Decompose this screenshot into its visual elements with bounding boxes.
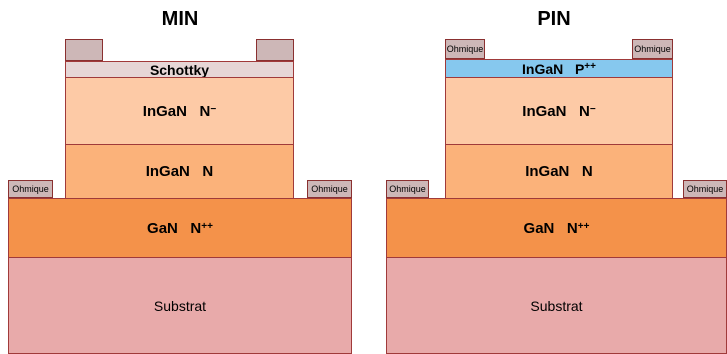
min-gan-layer: GaN N++ xyxy=(8,198,352,258)
pin-ingan-mid-type: N xyxy=(581,163,593,180)
min-ingan-mid-type: N xyxy=(202,163,214,180)
min-title: MIN xyxy=(161,8,199,30)
pin-ingan-n-minus-layer: InGaN N− xyxy=(445,77,673,145)
min-ingan-mid-material: InGaN xyxy=(145,163,190,180)
pin-gan-material: GaN xyxy=(523,219,555,237)
pin-ingan-top-type: N xyxy=(579,102,590,120)
pin-substrate-layer: Substrat xyxy=(386,257,727,354)
pin-ingan-n-layer: InGaN N xyxy=(445,144,673,199)
min-gate-contact-left xyxy=(65,39,103,61)
min-ingan-top-sup: − xyxy=(210,103,217,115)
min-ingan-n-minus-layer: InGaN N− xyxy=(65,77,294,145)
pin-ingan-top-sup: − xyxy=(589,103,596,115)
pin-ohmic-contact-right: Ohmique xyxy=(683,180,727,198)
pin-device: PIN Ohmique Ohmique InGaN P++ InGaN N− I… xyxy=(365,0,727,354)
pin-title: PIN xyxy=(537,8,571,30)
pin-gan-sup: ++ xyxy=(577,220,590,232)
pin-ingan-p-plus-layer: InGaN P++ xyxy=(445,59,673,78)
min-ingan-top-type: N xyxy=(199,102,211,120)
min-ingan-n-layer: InGaN N xyxy=(65,144,294,199)
min-substrate-layer: Substrat xyxy=(8,257,352,354)
pin-ingan-p-material: InGaN xyxy=(522,60,564,77)
pin-top-contact-right: Ohmique xyxy=(632,39,673,59)
min-ingan-top-material: InGaN xyxy=(142,102,187,120)
min-ohmic-contact-right: Ohmique xyxy=(307,180,352,198)
pin-gan-layer: GaN N++ xyxy=(386,198,727,258)
pin-ohmic-contact-left: Ohmique xyxy=(386,180,429,198)
pin-ingan-mid-material: InGaN xyxy=(525,163,570,180)
min-gan-material: GaN xyxy=(147,219,178,237)
min-ohmic-contact-left: Ohmique xyxy=(8,180,53,198)
min-gan-type: N xyxy=(190,219,202,237)
pin-ingan-top-material: InGaN xyxy=(522,102,567,120)
min-schottky-layer: Schottky xyxy=(65,61,294,78)
pin-ingan-p-type: P xyxy=(574,60,585,77)
min-gate-contact-right xyxy=(256,39,294,61)
min-gan-sup: ++ xyxy=(201,220,213,232)
pin-top-contact-left: Ohmique xyxy=(445,39,485,59)
min-device: MIN Schottky InGaN N− InGaN N Ohmique Oh… xyxy=(0,0,360,354)
pin-gan-type: N xyxy=(566,219,578,237)
pin-ingan-p-sup: ++ xyxy=(584,61,596,72)
